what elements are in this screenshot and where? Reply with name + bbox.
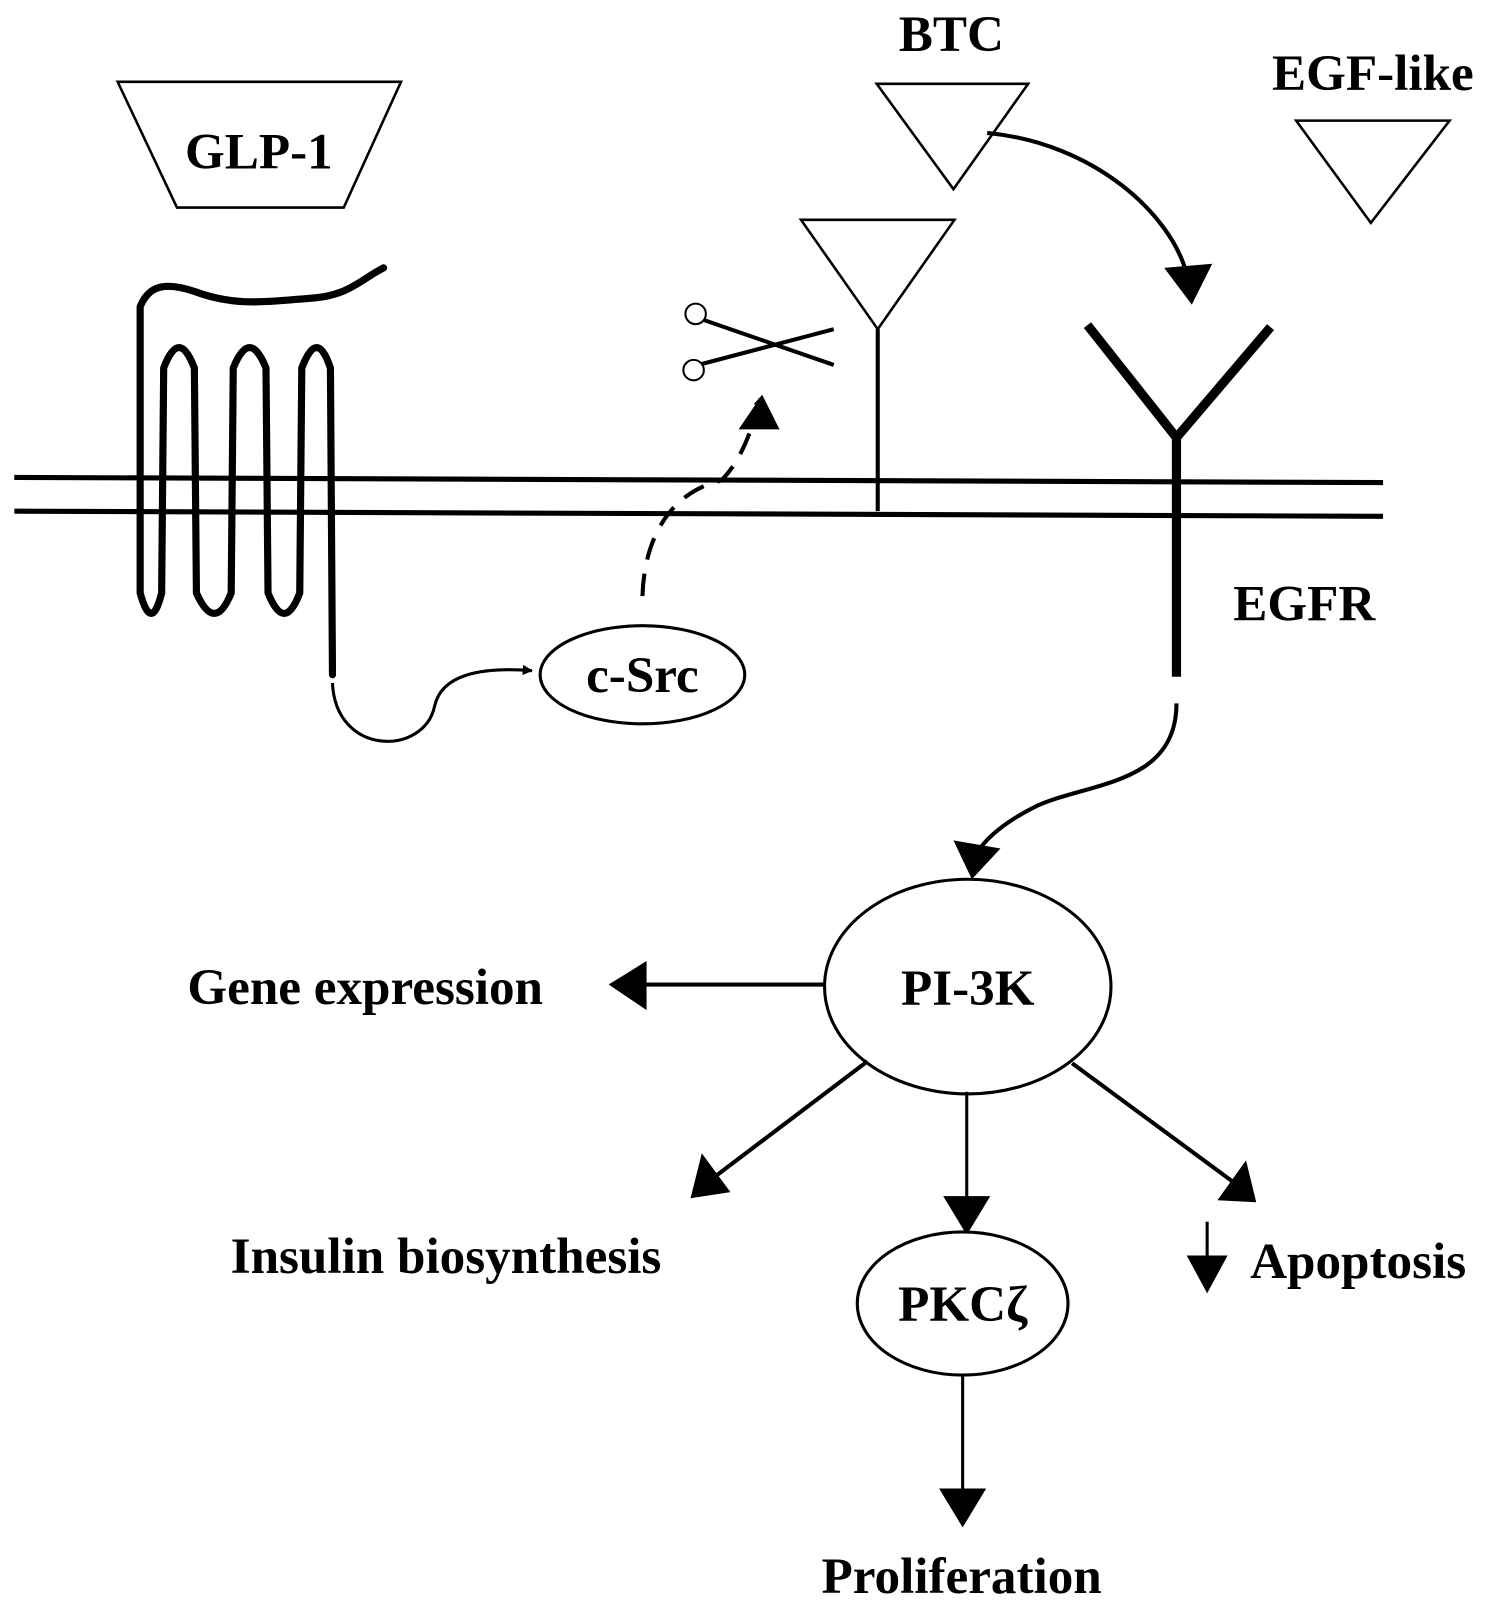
glp1-receptor	[136, 264, 388, 679]
c-src-label: c-Src	[586, 647, 699, 704]
pkc-zeta-label: PKCζ	[898, 1276, 1028, 1333]
btc-to-egfr-arrow	[987, 130, 1189, 275]
insulin-biosynthesis-label: Insulin biosynthesis	[231, 1228, 662, 1285]
apoptosis-arrowhead	[1217, 1160, 1257, 1203]
egf-like-label: EGF-like	[1272, 45, 1474, 102]
receptor-to-csrc-arrow	[330, 664, 533, 743]
btc-arrowhead	[1164, 263, 1213, 305]
scissors-icon	[682, 302, 835, 382]
btc-label: BTC	[899, 6, 1004, 63]
apoptosis-arrow	[1070, 1061, 1238, 1186]
cell-membrane	[14, 474, 1384, 519]
apoptosis-label: Apoptosis	[1250, 1233, 1466, 1290]
pkc-arrowhead	[943, 1196, 991, 1236]
dashed-arrowhead	[738, 394, 780, 430]
insulin-arrowhead	[690, 1153, 731, 1199]
egfr-receptor	[1083, 322, 1275, 677]
pi3k-arrowhead	[953, 840, 1001, 880]
egf-like-triangle	[1293, 119, 1453, 226]
glp1-ligand: GLP-1	[115, 80, 404, 209]
btc-triangle	[874, 82, 1031, 192]
glp1-label: GLP-1	[185, 124, 333, 181]
pi3k-label: PI-3K	[901, 960, 1035, 1017]
c-src-node	[538, 624, 747, 726]
proliferation-arrowhead	[939, 1488, 987, 1528]
glp1-trapezoid	[115, 80, 404, 209]
insulin-arrow	[714, 1059, 869, 1178]
egfr-to-pi3k-arrow	[975, 703, 1179, 855]
gene-expression-arrowhead	[608, 961, 647, 1011]
proliferation-label: Proliferation	[821, 1548, 1101, 1600]
egfr-label: EGFR	[1233, 576, 1376, 633]
pro-btc-triangle	[798, 218, 957, 332]
down-arrow-icon	[1186, 1221, 1228, 1294]
csrc-to-protease-dashed-arrow	[640, 395, 764, 597]
gene-expression-label: Gene expression	[187, 959, 543, 1016]
